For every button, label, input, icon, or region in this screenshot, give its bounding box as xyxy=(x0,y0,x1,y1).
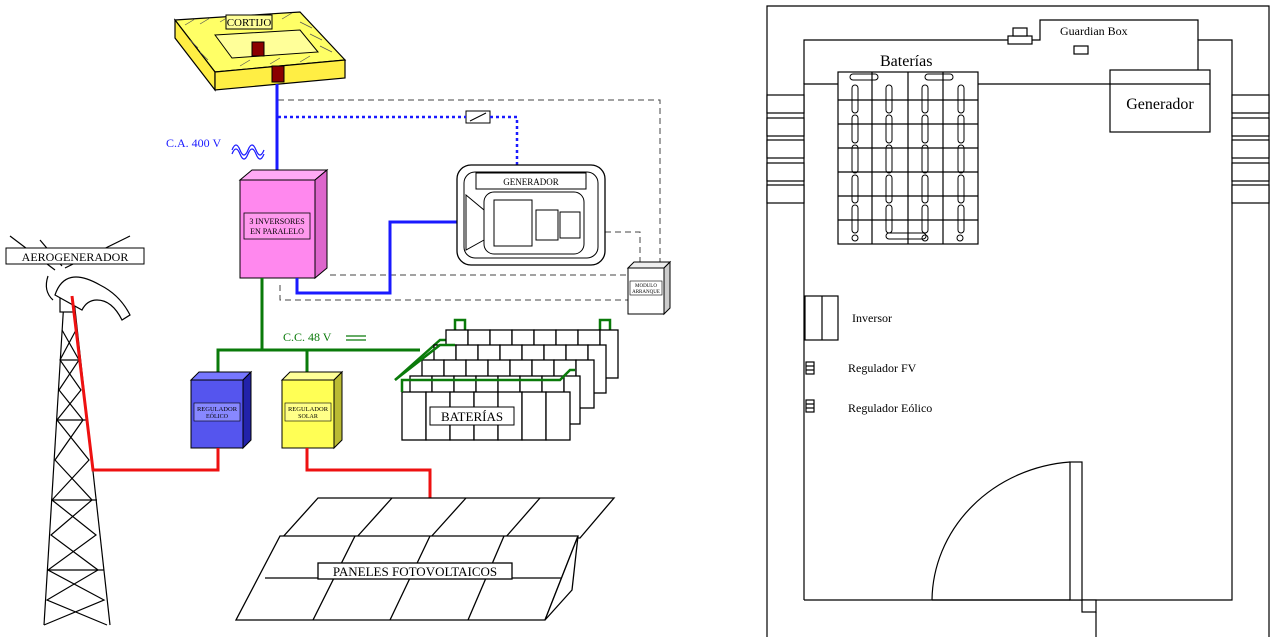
regulador-fv-plan xyxy=(806,362,814,374)
regulador-solar: REGULADOR SOLAR xyxy=(282,372,342,448)
cortijo-label: CORTIJO xyxy=(227,17,272,29)
cc-label: C.C. 48 V xyxy=(283,330,332,344)
solar-panels xyxy=(236,498,614,620)
generator-unit: GENERADOR xyxy=(457,165,605,265)
reg-eolico-label-1: REGULADOR xyxy=(197,406,238,413)
regulador-fv-plan-label: Regulador FV xyxy=(848,361,917,375)
transfer-switch xyxy=(466,111,490,123)
baterias-label: BATERÍAS xyxy=(441,409,503,424)
generador-label: GENERADOR xyxy=(503,177,559,187)
regulador-eolico: REGULADOR EÓLICO xyxy=(191,372,251,448)
inversores-label-2: EN PARALELO xyxy=(250,227,304,236)
modulo-label-1: MODULO xyxy=(635,284,657,289)
baterias-plan-label: Baterías xyxy=(880,53,932,70)
door-swing xyxy=(932,462,1096,637)
wind-turbine xyxy=(10,236,130,625)
solar-power-line xyxy=(307,448,430,500)
inversores-label-1: 3 INVERSORES xyxy=(249,217,304,226)
regulador-eolico-plan xyxy=(806,400,814,412)
reg-eolico-label-2: EÓLICO xyxy=(206,412,229,420)
generador-plan-label: Generador xyxy=(1126,96,1194,113)
inversor-plan-label: Inversor xyxy=(852,311,892,325)
modulo-label-2: ARRANQUE xyxy=(632,290,660,295)
regulador-eolico-plan-label: Regulador Eólico xyxy=(848,401,932,415)
ca-label: C.A. 400 V xyxy=(166,136,221,150)
left-wall-openings xyxy=(767,95,804,203)
reg-solar-label-2: SOLAR xyxy=(298,414,318,420)
modulo-arranque: MODULO ARRANQUE xyxy=(628,262,670,314)
right-wall-openings xyxy=(1232,95,1269,203)
system-schematic: CORTIJO C.A. 400 V 3 INVERSORES xyxy=(6,12,670,625)
battery-layout xyxy=(838,72,978,244)
reg-solar-label-1: REGULADOR xyxy=(288,406,329,413)
dc-symbol xyxy=(346,336,366,340)
battery-bank: BATERÍAS xyxy=(395,320,618,440)
inversores-unit: 3 INVERSORES EN PARALELO xyxy=(240,170,327,278)
paneles-label: PANELES FOTOVOLTAICOS xyxy=(333,564,497,579)
guardian-box-label: Guardian Box xyxy=(1060,24,1128,38)
floor-plan: Guardian Box xyxy=(767,6,1269,637)
cortijo-house: CORTIJO xyxy=(175,12,345,90)
aerogenerador-label: AEROGENERADOR xyxy=(22,250,129,264)
